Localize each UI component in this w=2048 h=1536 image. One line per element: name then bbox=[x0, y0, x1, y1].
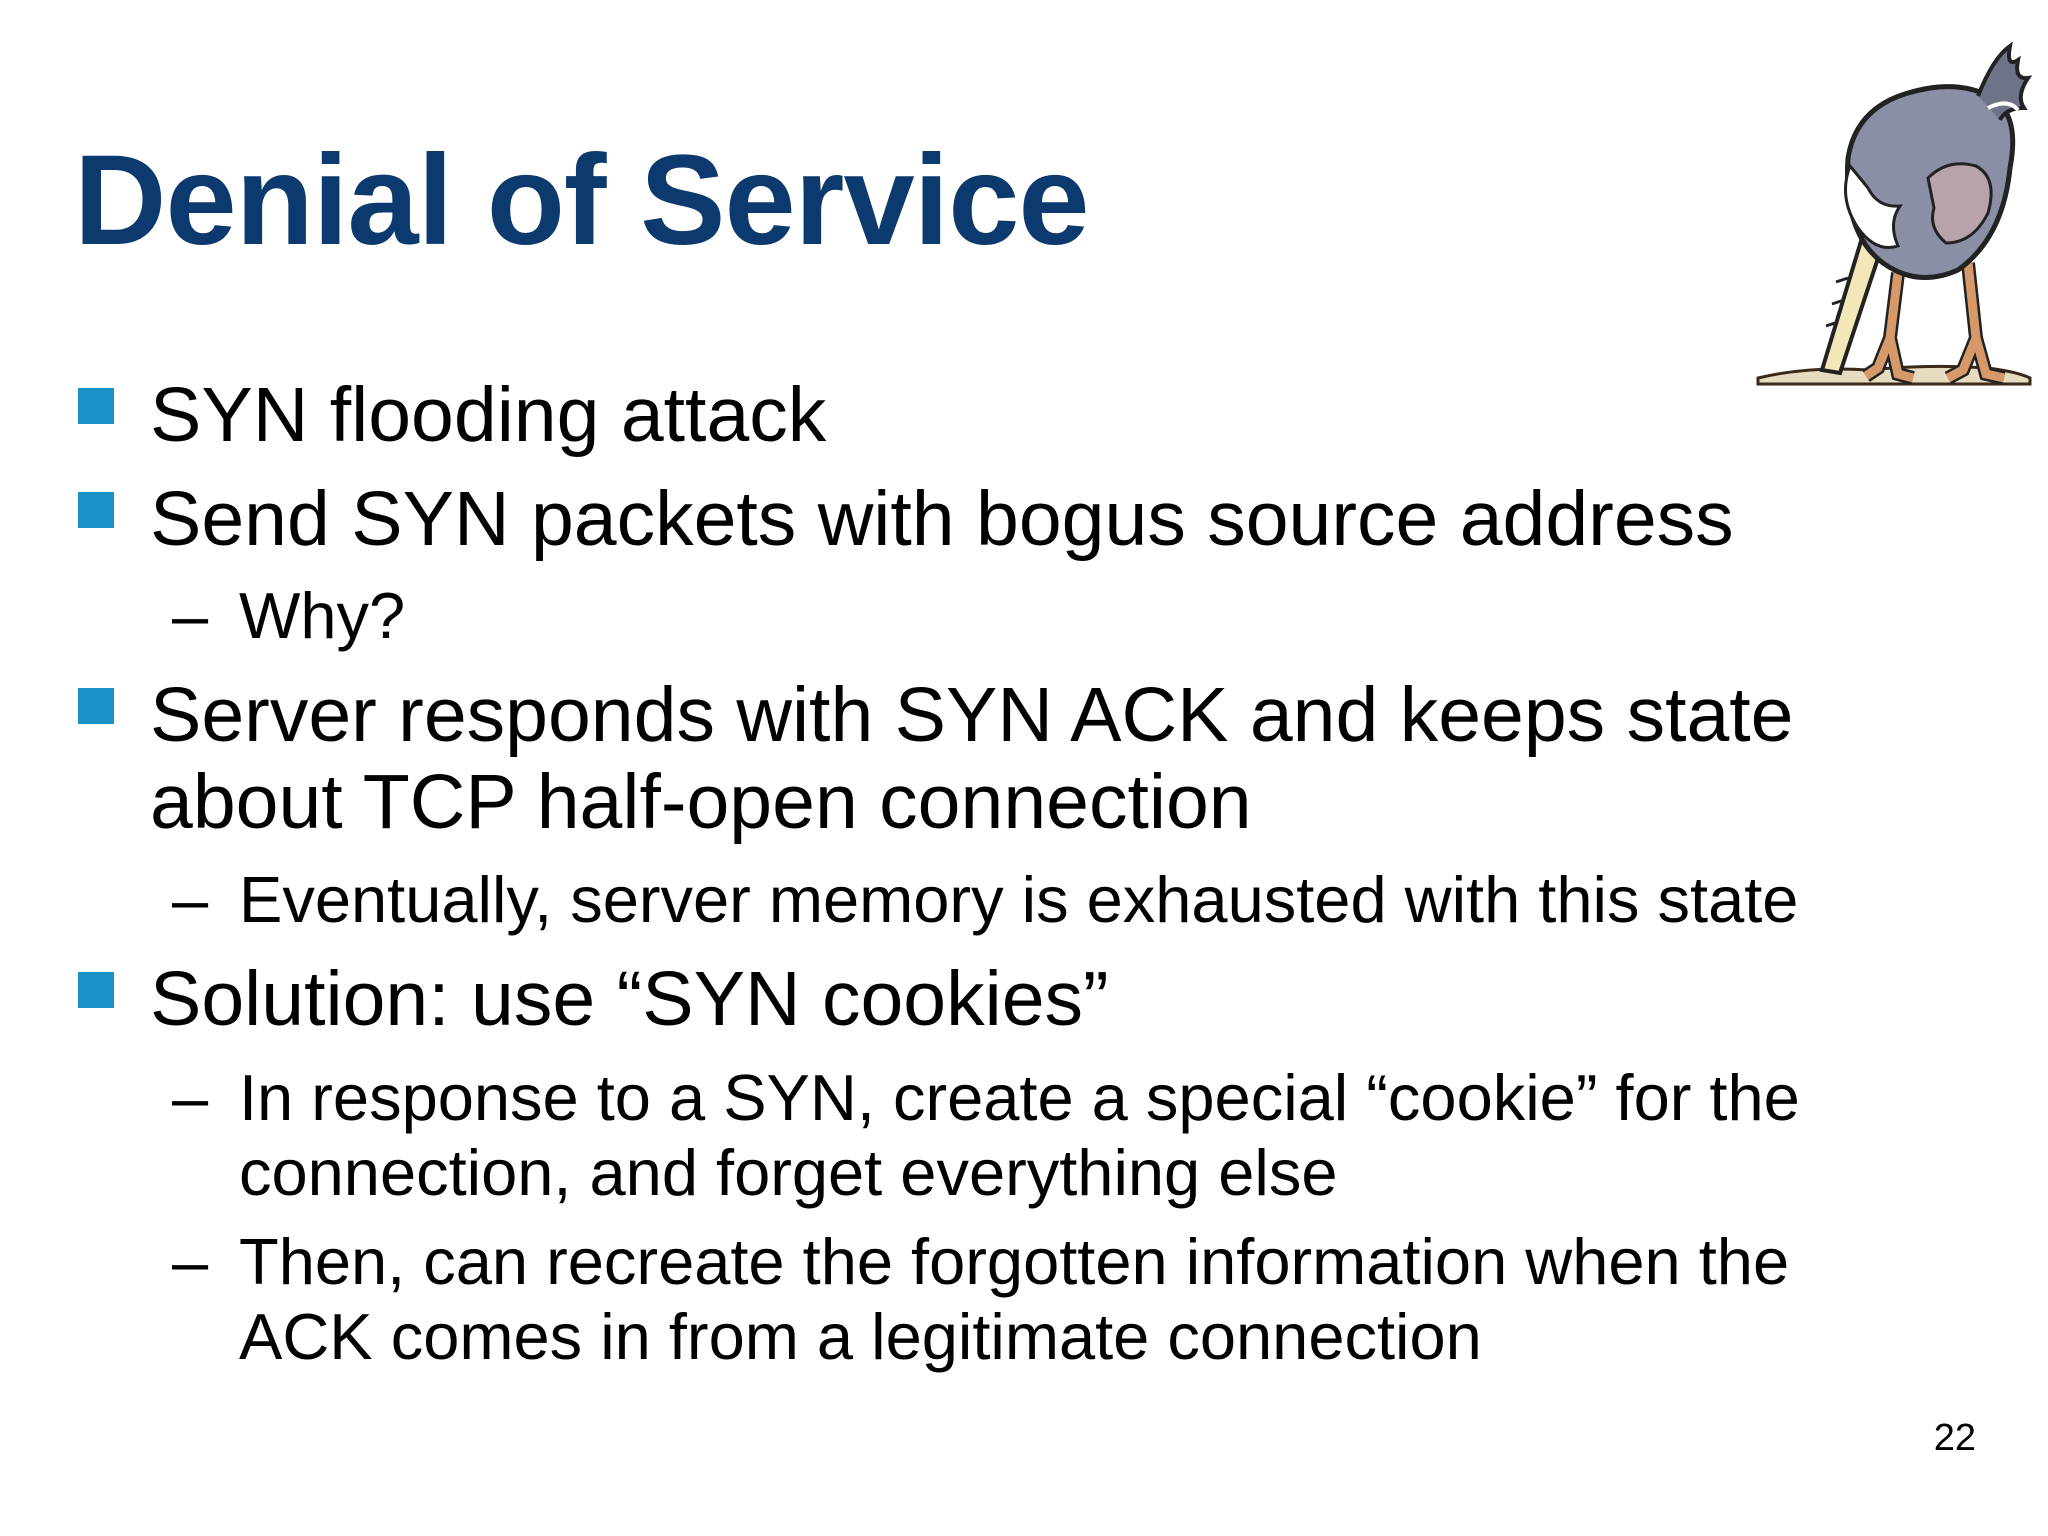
bullet-marker bbox=[78, 388, 114, 424]
sub-bullet-text-line2: ACK comes in from a legitimate connectio… bbox=[239, 1300, 1482, 1373]
bullet-text-line1: Server responds with SYN ACK and keeps s… bbox=[150, 672, 1794, 758]
sub-bullet-text-line2: connection, and forget everything else bbox=[239, 1136, 1338, 1209]
bullet-text-line2: about TCP half-open connection bbox=[150, 759, 1252, 845]
dash: – bbox=[172, 1061, 209, 1134]
dash: – bbox=[172, 1225, 209, 1298]
dash: – bbox=[172, 579, 209, 652]
bullet-text: Solution: use “SYN cookies” bbox=[150, 956, 1109, 1042]
bullet-text: SYN flooding attack bbox=[150, 372, 827, 458]
sub-bullet-text-line1: In response to a SYN, create a special “… bbox=[239, 1061, 1800, 1134]
bullet-marker bbox=[78, 972, 114, 1008]
slide-title: Denial of Service bbox=[74, 129, 1090, 272]
sub-bullet-text-line1: Then, can recreate the forgotten informa… bbox=[239, 1225, 1790, 1298]
sub-bullet-text: Why? bbox=[239, 579, 406, 652]
bullet-marker bbox=[78, 492, 114, 528]
dash: – bbox=[172, 863, 209, 936]
bullet-text: Send SYN packets with bogus source addre… bbox=[150, 476, 1734, 562]
bullet-marker bbox=[78, 688, 114, 724]
ostrich-head-in-sand-icon bbox=[1756, 41, 2032, 386]
sub-bullet-text: Eventually, server memory is exhausted w… bbox=[239, 863, 1799, 936]
page-number: 22 bbox=[1933, 1417, 1976, 1459]
